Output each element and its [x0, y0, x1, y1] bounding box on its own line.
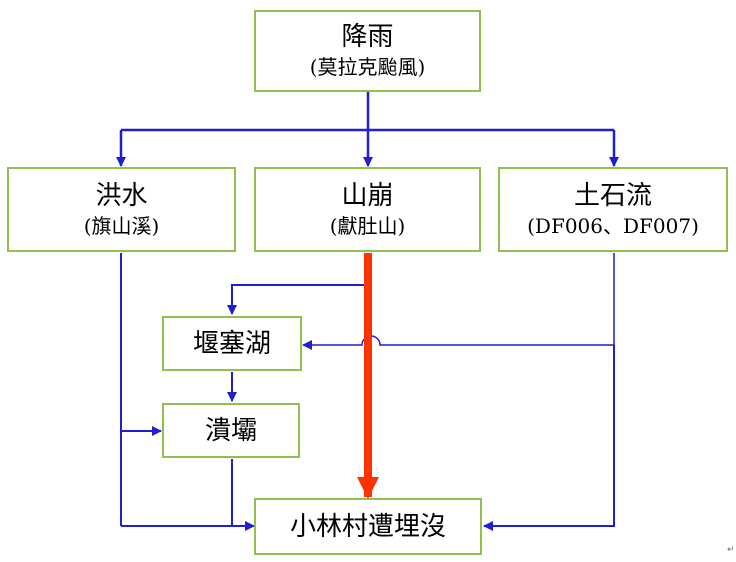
node-landslide: 山崩 (獻肚山)	[254, 167, 481, 252]
node-buried-title: 小林村遭埋沒	[289, 511, 446, 542]
node-rain: 降雨 (莫拉克颱風)	[254, 10, 481, 92]
node-landslide-subtitle: (獻肚山)	[329, 213, 406, 238]
node-dam-lake: 堰塞湖	[162, 316, 302, 371]
arrow-debris-to-lake	[302, 253, 615, 350]
node-debris-flow-subtitle: (DF006、DF007)	[527, 213, 699, 238]
node-dam-lake-title: 堰塞湖	[192, 328, 271, 359]
node-breach-title: 潰壩	[204, 415, 257, 446]
node-flood-subtitle: (旗山溪)	[83, 213, 160, 238]
node-rain-title: 降雨	[341, 22, 394, 52]
node-flood: 洪水 (旗山溪)	[7, 167, 236, 252]
node-breach: 潰壩	[162, 403, 300, 458]
node-debris-flow: 土石流 (DF006、DF007)	[498, 167, 728, 252]
node-buried: 小林村遭埋沒	[254, 498, 482, 555]
arrow-debris-to-buried	[483, 345, 615, 531]
node-rain-subtitle: (莫拉克颱風)	[309, 55, 426, 79]
node-debris-flow-title: 土石流	[573, 180, 652, 211]
return-mark: ↵	[727, 545, 735, 555]
node-landslide-title: 山崩	[341, 180, 394, 211]
node-flood-title: 洪水	[95, 180, 148, 211]
arrow-landslide-to-lake	[227, 284, 368, 315]
